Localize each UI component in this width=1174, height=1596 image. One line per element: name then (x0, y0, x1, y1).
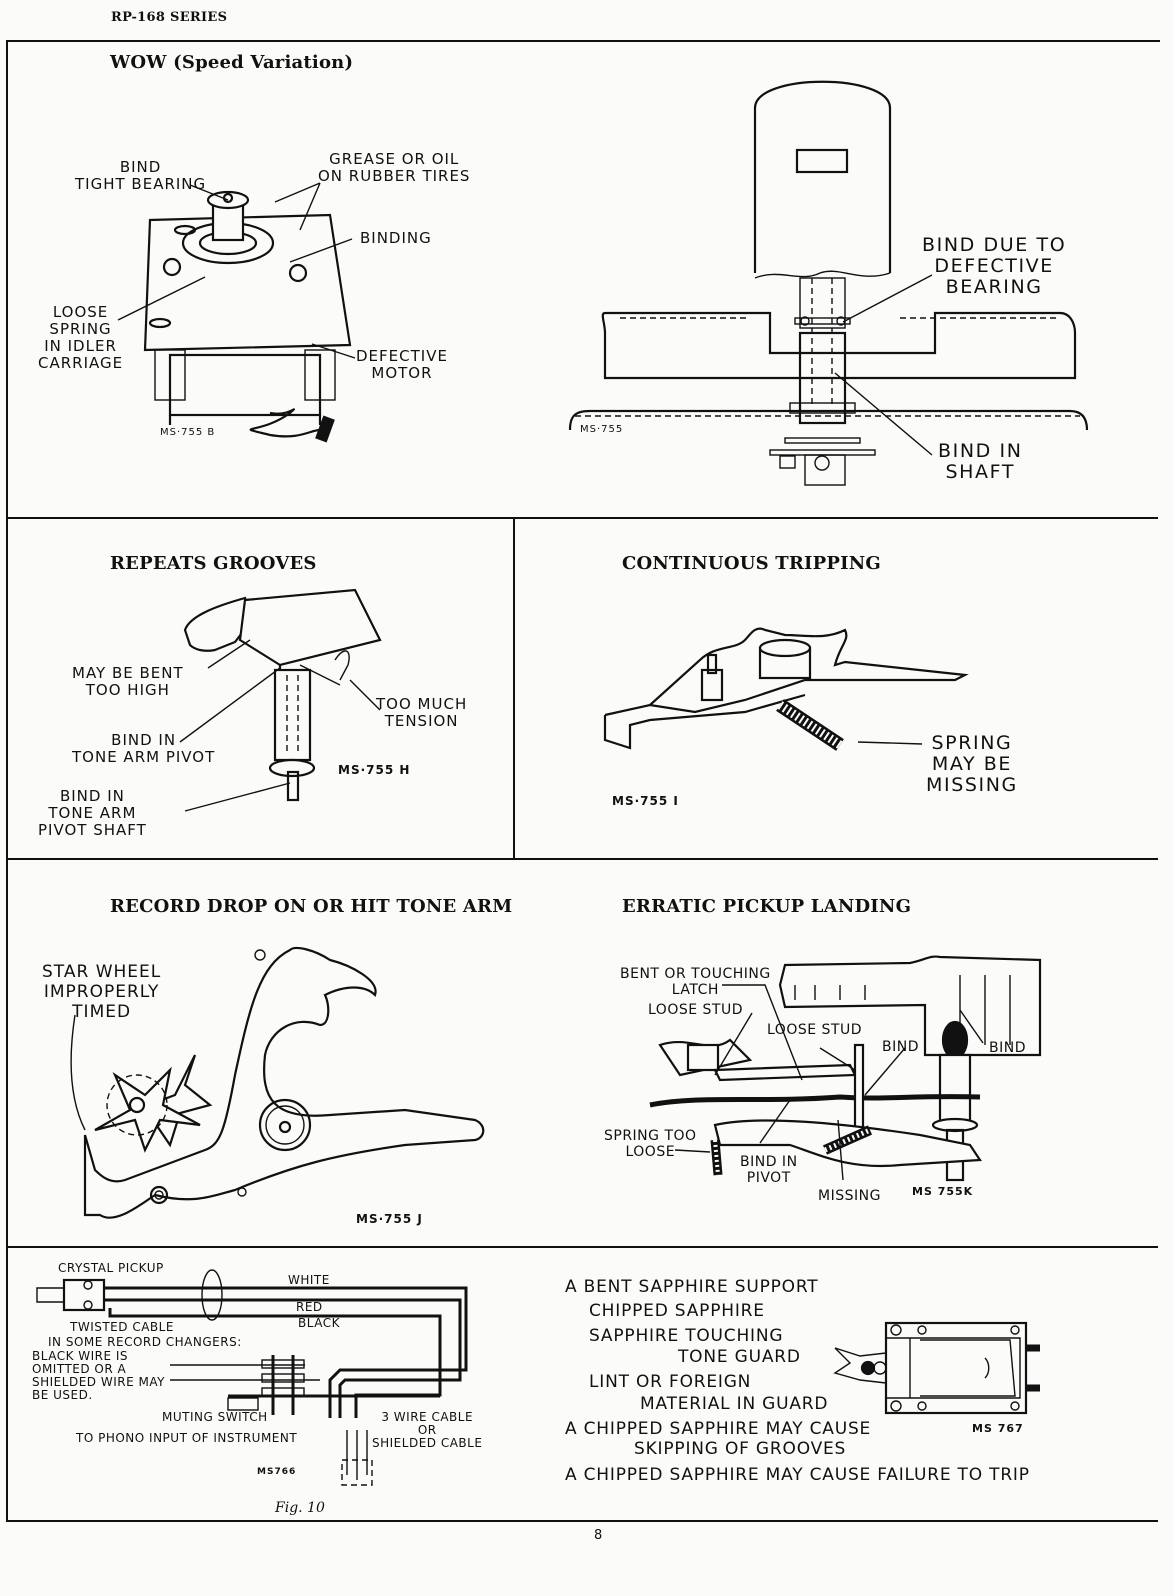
label-some-changers: IN SOME RECORD CHANGERS: (48, 1335, 242, 1349)
crystal-cartridge-illustration (833, 1321, 1040, 1415)
label-spring-missing: SPRING MAY BE MISSING (926, 732, 1018, 796)
label-bind-in-pivot: BIND IN PIVOT (740, 1154, 798, 1186)
label-bind-tone-arm-pivot: BIND IN TONE ARM PIVOT (72, 731, 216, 766)
leader-line-star-wheel (70, 1014, 86, 1131)
sapphire-line-7: A CHIPPED SAPPHIRE MAY CAUSE (565, 1419, 872, 1439)
label-defective-motor: DEFECTIVE MOTOR (356, 347, 448, 382)
divider-2 (6, 858, 1158, 860)
leader-line-spring (857, 741, 923, 745)
label-loose-stud-1: LOOSE STUD (648, 1002, 743, 1018)
sapphire-line-9: A CHIPPED SAPPHIRE MAY CAUSE FAILURE TO … (565, 1465, 1030, 1485)
divider-vertical (513, 517, 515, 860)
sapphire-line-3: SAPPHIRE TOUCHING (589, 1326, 784, 1346)
label-muting-switch: MUTING SWITCH (162, 1410, 268, 1424)
page-frame (6, 40, 1160, 1522)
figure-code: MS·755 (580, 424, 624, 435)
sapphire-line-4: TONE GUARD (678, 1347, 801, 1367)
label-loose-stud-2: LOOSE STUD (767, 1022, 862, 1038)
label-black-omitted: BLACK WIRE IS OMITTED OR A SHIELDED WIRE… (32, 1349, 165, 1402)
label-bind-bearing: BIND DUE TO DEFECTIVE BEARING (922, 234, 1067, 298)
trip-lever-illustration (603, 627, 969, 751)
label-bind-shaft: BIND IN SHAFT (938, 440, 1023, 483)
label-spring-too-loose: SPRING TOO LOOSE (604, 1128, 697, 1160)
sapphire-line-1: A BENT SAPPHIRE SUPPORT (565, 1277, 819, 1297)
figure-code: MS·755 J (356, 1212, 423, 1226)
label-bind-tight-bearing: BIND TIGHT BEARING (75, 158, 207, 193)
figure-code: MS 767 (972, 1422, 1024, 1435)
label-loose-spring: LOOSE SPRING IN IDLER CARRIAGE (38, 303, 124, 372)
label-white-wire: WHITE (288, 1273, 330, 1287)
figure-code: MS·755 B (160, 427, 216, 438)
label-star-wheel: STAR WHEEL IMPROPERLY TIMED (42, 962, 162, 1022)
sapphire-line-2: CHIPPED SAPPHIRE (589, 1301, 765, 1321)
tone-arm-pivot-illustration (183, 588, 382, 802)
sapphire-line-5: LINT OR FOREIGN (589, 1372, 752, 1392)
divider-1 (6, 517, 1158, 519)
label-missing: MISSING (818, 1188, 881, 1204)
panel-title: CONTINUOUS TRIPPING (622, 553, 881, 574)
panel-title: ERRATIC PICKUP LANDING (622, 896, 912, 917)
label-bent-latch: BENT OR TOUCHING LATCH (620, 966, 771, 998)
turntable-bearing-cross-section (568, 80, 1089, 486)
crystal-pickup-wiring-diagram (36, 1269, 468, 1486)
leader-lines-wow-right (834, 274, 933, 456)
label-may-be-bent: MAY BE BENT TOO HIGH (72, 664, 184, 699)
figure-code: MS·755 I (612, 794, 679, 808)
panel-title: REPEATS GROOVES (110, 553, 317, 574)
label-too-much-tension: TOO MUCH TENSION (376, 695, 468, 730)
label-three-wire-cable: 3 WIRE CABLE OR SHIELDED CABLE (372, 1410, 483, 1450)
figure-caption: Fig. 10 (275, 1500, 325, 1516)
leader-lines-erratic (674, 984, 984, 1181)
page-number: 8 (594, 1528, 603, 1543)
panel-title: RECORD DROP ON OR HIT TONE ARM (110, 896, 513, 917)
label-crystal-pickup: CRYSTAL PICKUP (58, 1261, 164, 1275)
series-header: RP-168 SERIES (111, 10, 228, 25)
leader-lines-repeats (179, 639, 381, 812)
label-red-wire: RED (296, 1300, 323, 1314)
panel-title: WOW (Speed Variation) (110, 52, 354, 73)
label-twisted-cable: TWISTED CABLE (70, 1320, 174, 1334)
sapphire-line-6: MATERIAL IN GUARD (640, 1394, 829, 1414)
label-binding: BINDING (360, 229, 432, 247)
label-phono-input: TO PHONO INPUT OF INSTRUMENT (76, 1431, 298, 1445)
motor-idler-illustration (143, 190, 352, 443)
star-wheel-lever-illustration (83, 946, 485, 1219)
divider-3 (6, 1246, 1158, 1248)
sapphire-line-8: SKIPPING OF GROOVES (634, 1439, 847, 1459)
divider-bottom (6, 1520, 1158, 1522)
label-grease-oil: GREASE OR OIL ON RUBBER TIRES (318, 150, 471, 185)
label-black-wire: BLACK (298, 1316, 340, 1330)
figure-code: MS·755 H (338, 763, 411, 777)
label-bind-1: BIND (882, 1039, 919, 1055)
figure-code: MS 755K (912, 1185, 974, 1198)
figure-code: MS766 (257, 1467, 297, 1477)
label-bind-2: BIND (989, 1040, 1026, 1056)
label-bind-pivot-shaft: BIND IN TONE ARM PIVOT SHAFT (38, 787, 147, 839)
leader-lines-wow-left (117, 182, 356, 359)
